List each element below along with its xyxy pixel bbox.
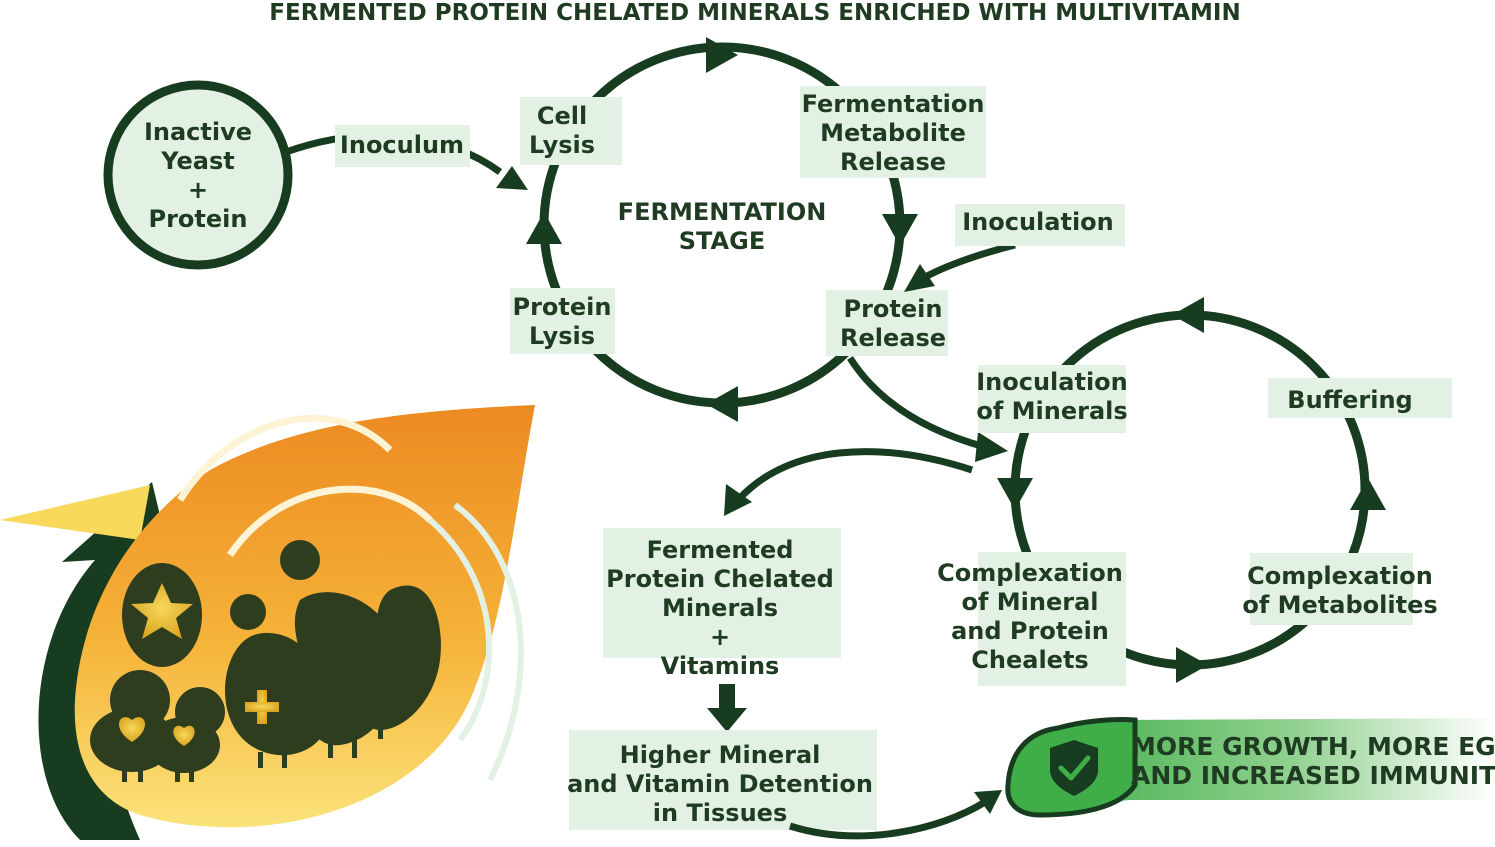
product-arrow [737, 448, 974, 501]
complexation-mineral-protein-box [978, 552, 1126, 686]
metabolite-release-label: Metabolite [820, 119, 966, 147]
complexation-metabolites-label: of Metabolites [1242, 591, 1437, 619]
result-label: Higher Mineral [620, 741, 821, 769]
start-circle [103, 80, 293, 270]
inoculation-arrow [918, 241, 1016, 284]
product-label: Fermented [647, 536, 794, 564]
cycle-link-arrowhead [975, 432, 1008, 462]
protein-lysis-box [510, 288, 615, 354]
swoosh [428, 517, 493, 742]
buffering-label: Buffering [1287, 386, 1412, 414]
fermentation-stage-label: FERMENTATION [618, 198, 827, 226]
down-arrowhead [707, 708, 747, 732]
product-box [603, 528, 841, 658]
product-arrowhead [724, 484, 752, 516]
hen-icon [361, 585, 441, 739]
protein-release-box [826, 290, 948, 356]
product-label: + [710, 623, 730, 651]
complexation-mineral-protein-label: of Mineral [961, 588, 1098, 616]
metabolite-release-label: Fermentation [802, 90, 985, 118]
chelation-arrowhead-top [1172, 297, 1204, 333]
inoculation-minerals-label: of Minerals [976, 397, 1127, 425]
outcome-arrowhead [974, 790, 1002, 814]
outcome-arrow [788, 799, 987, 840]
result-label: in Tissues [653, 799, 787, 827]
page-title: FERMENTED PROTEIN CHELATED MINERALS ENRI… [269, 0, 1240, 26]
start-node-line: Protein [149, 205, 248, 233]
swoosh [177, 414, 393, 502]
start-node: Inactive Yeast + Protein [103, 80, 293, 270]
growth-arrow-tail [0, 485, 150, 540]
inoculum-label: Inoculum [340, 131, 464, 159]
cycle-arrowhead-bottom [706, 386, 738, 422]
start-node-line: Yeast [160, 147, 234, 175]
cell-lysis-label: Lysis [529, 131, 595, 159]
cycle-arrowhead-right [882, 214, 918, 246]
chelation-arrowhead-bottom [1176, 647, 1208, 683]
protein-lysis-label: Lysis [529, 322, 595, 350]
cycle-link-arrow [847, 356, 986, 451]
down-arrow-shaft [719, 684, 735, 710]
chelation-arrowhead-right [1350, 478, 1386, 510]
result-box [569, 730, 877, 830]
shield-check-icon [1050, 740, 1098, 796]
poultry-illustration [0, 405, 535, 840]
outcome-label: AND INCREASED IMMUNITY [1131, 761, 1495, 790]
cycle-arrowhead-top [706, 37, 738, 73]
inoculation-minerals-label: Inoculation [976, 368, 1128, 396]
buffering-box [1268, 378, 1452, 418]
outcome-banner-bg [1040, 718, 1495, 808]
start-node-line: Inactive [144, 118, 252, 146]
outcome-label: MORE GROWTH, MORE EGG [1131, 732, 1495, 761]
inoculation-minerals-box [978, 365, 1126, 433]
complexation-mineral-protein-label: Complexation [937, 559, 1123, 587]
metabolite-release-box [800, 86, 986, 178]
outcome-banner: MORE GROWTH, MORE EGG AND INCREASED IMMU… [1005, 717, 1495, 818]
product-label: Protein Chelated [606, 565, 834, 593]
chelation-arrowhead-left [997, 478, 1033, 510]
protein-lysis-label: Protein [513, 293, 612, 321]
swoosh [453, 502, 524, 782]
inoculation-label-box [955, 204, 1125, 246]
start-node-line: + [188, 176, 208, 204]
result-label: and Vitamin Detention [567, 770, 873, 798]
egg-star-icon [122, 563, 202, 667]
product-label: Vitamins [661, 652, 780, 680]
fermentation-stage-label: STAGE [679, 227, 765, 255]
inoculation-label: Inoculation [962, 208, 1114, 236]
protein-release-label: Protein [844, 295, 943, 323]
chick-heart-icon [148, 687, 225, 782]
complexation-mineral-protein-label: and Protein [951, 617, 1109, 645]
inoculum-arrowhead [496, 166, 528, 190]
complexation-metabolites-label: Complexation [1247, 562, 1433, 590]
cell-lysis-label: Cell [537, 102, 587, 130]
complexation-metabolites-box [1250, 553, 1413, 625]
protein-release-label: Release [840, 324, 946, 352]
cell-lysis-box [520, 97, 622, 165]
metabolite-release-label: Release [840, 148, 946, 176]
inoculum-label-box [335, 125, 470, 167]
swoosh [227, 485, 433, 557]
cycle-arrowhead-left [526, 212, 562, 244]
complexation-mineral-protein-label: Chealets [971, 646, 1088, 674]
inoculation-arrowhead [904, 264, 935, 292]
product-label: Minerals [662, 594, 778, 622]
